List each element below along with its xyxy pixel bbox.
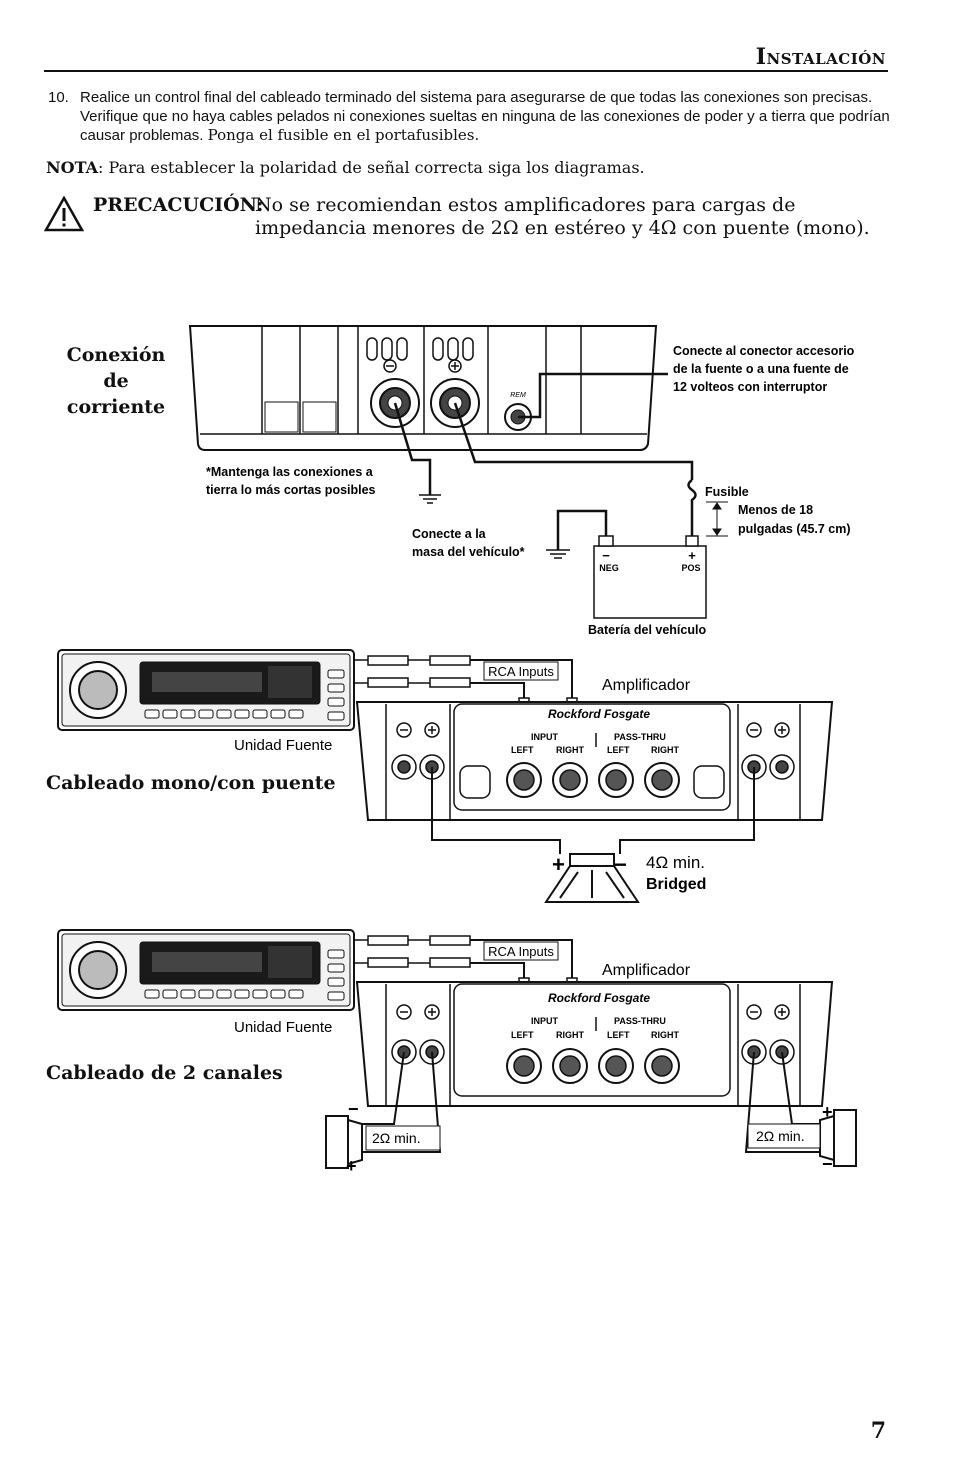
accessory-note-1: Conecte al conector accesorio — [673, 344, 855, 358]
power-wires — [393, 372, 697, 550]
source-unit-2 — [57, 929, 355, 1011]
step-10: 10. Realice un control final del cablead… — [48, 88, 898, 145]
stereo-title: Cableado de 2 canales — [46, 1062, 283, 1084]
header-rule — [44, 70, 888, 72]
pos-label: POS — [681, 563, 700, 573]
distance-note-2: pulgadas (45.7 cm) — [738, 522, 851, 536]
left-speaker-icon — [325, 1115, 363, 1169]
rca-plugs-2 — [354, 935, 471, 968]
input-left-label-2: LEFT — [511, 1030, 534, 1040]
page-number: 7 — [870, 1418, 886, 1444]
passthru-left-label-2: LEFT — [607, 1030, 630, 1040]
step-text: Realice un control final del cableado te… — [80, 89, 890, 144]
svg-text:+: + — [346, 1156, 357, 1176]
right-load-label: 2Ω min. — [756, 1128, 805, 1144]
passthru-label: PASS-THRU — [614, 732, 666, 742]
passthru-label-2: PASS-THRU — [614, 1016, 666, 1026]
amplifier-label: Amplificador — [602, 677, 691, 694]
stereo-diagram: RCA Inputs Amplificador Unidad Fuente Ro… — [57, 929, 857, 1176]
power-connection-title: Conexión de corriente — [66, 344, 166, 418]
rca-cables — [470, 659, 573, 700]
neg-label: NEG — [599, 563, 619, 573]
rem-label: REM — [510, 392, 526, 399]
svg-text:+: + — [822, 1102, 833, 1122]
input-left-label: LEFT — [511, 745, 534, 755]
svg-text:−: − — [822, 1154, 833, 1174]
nota-paragraph: NOTA: Para establecer la polaridad de se… — [46, 158, 645, 177]
brand-logo-2: Rockford Fosgate — [548, 991, 650, 1005]
rca-inputs-label-2: RCA Inputs — [488, 944, 554, 959]
svg-text:−: − — [348, 1099, 359, 1119]
brand-logo: Rockford Fosgate — [548, 707, 650, 721]
power-diagram: REM − + NEG POS Conecte al conector acce… — [188, 325, 855, 637]
rca-plugs — [354, 655, 471, 688]
speaker-icon — [544, 853, 640, 903]
passthru-left-label: LEFT — [607, 745, 630, 755]
ground-note-1: *Mantenga las conexiones a — [206, 465, 374, 479]
svg-text:−: − — [602, 548, 610, 563]
ground-note-2: tierra lo más cortas posibles — [206, 483, 376, 497]
battery-label: Batería del vehículo — [588, 623, 706, 637]
svg-text:−: − — [614, 852, 627, 877]
section-header: Instalación — [755, 44, 886, 70]
bridged-wires — [431, 767, 755, 854]
fuse-label: Fusible — [705, 485, 749, 499]
source-unit-label-2: Unidad Fuente — [234, 1019, 332, 1036]
svg-text:+: + — [552, 852, 565, 877]
bridged-load-label: 4Ω min. — [646, 853, 705, 872]
svg-text:+: + — [688, 548, 696, 563]
warning-icon — [44, 196, 84, 232]
amplifier-label-2: Amplificador — [602, 962, 691, 979]
distance-note-1: Menos de 18 — [738, 503, 813, 517]
accessory-note-2: de la fuente o a una fuente de — [673, 362, 849, 376]
input-right-label-2: RIGHT — [556, 1030, 585, 1040]
input-label-2: INPUT — [531, 1016, 559, 1026]
chassis-note-2: masa del vehículo* — [412, 545, 525, 559]
accessory-note-3: 12 volteos con interruptor — [673, 380, 827, 394]
passthru-right-label: RIGHT — [651, 745, 680, 755]
mono-diagram: RCA Inputs Amplificador Unidad Fuente Ro… — [57, 649, 834, 903]
chassis-note-1: Conecte a la — [412, 527, 487, 541]
nota-text: : Para establecer la polaridad de señal … — [98, 158, 645, 177]
precaucion-text: No se recomiendan estos amplificadores p… — [255, 194, 870, 239]
vehicle-battery — [593, 545, 707, 619]
left-load-label: 2Ω min. — [372, 1130, 421, 1146]
step-number: 10. — [48, 89, 69, 106]
passthru-right-label-2: RIGHT — [651, 1030, 680, 1040]
source-unit — [57, 649, 355, 731]
amplifier-end-panel — [188, 325, 658, 451]
ground-symbols — [419, 494, 570, 559]
distance-marker — [706, 501, 728, 537]
rca-jacks — [506, 762, 680, 798]
input-right-label: RIGHT — [556, 745, 585, 755]
mono-title: Cableado mono/con puente — [46, 772, 336, 794]
precaucion-label: PRECACUCIÓN: — [93, 194, 264, 216]
source-unit-label: Unidad Fuente — [234, 737, 332, 754]
right-speaker-icon — [819, 1109, 857, 1167]
rca-inputs-label: RCA Inputs — [488, 664, 554, 679]
input-label: INPUT — [531, 732, 559, 742]
bridged-label: Bridged — [646, 876, 706, 893]
nota-label: NOTA — [46, 158, 99, 177]
